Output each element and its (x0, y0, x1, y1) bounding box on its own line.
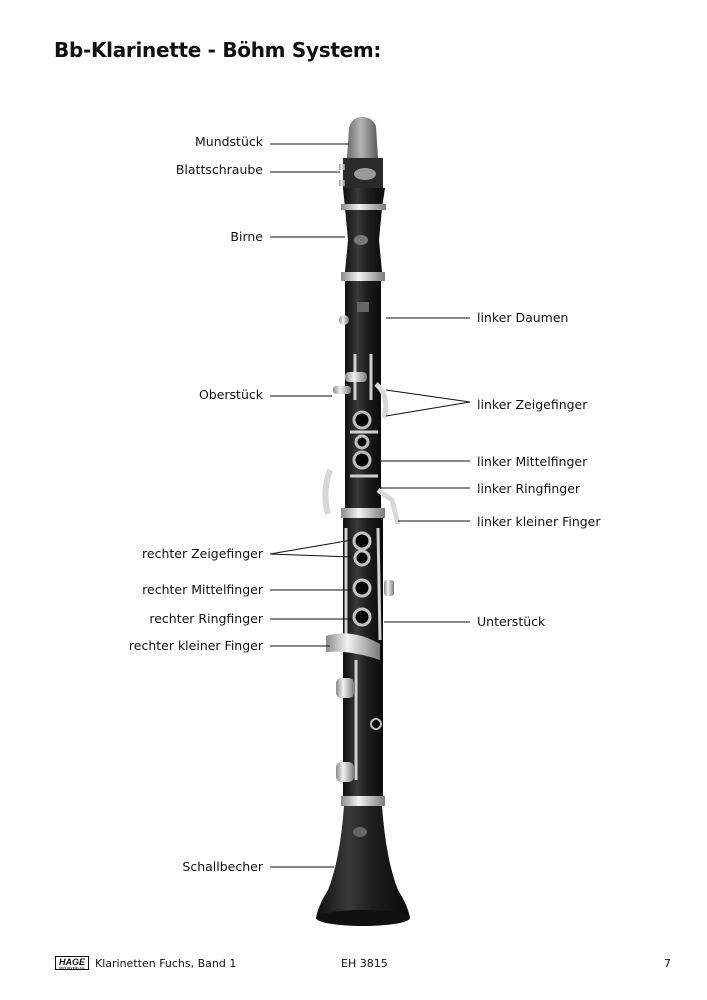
publisher-logo-text: HAGE (58, 957, 85, 967)
label-rechter-ringfinger: rechter Ringfinger (149, 611, 263, 626)
clarinet-illustration (316, 117, 410, 926)
label-blattschraube: Blattschraube (175, 162, 263, 177)
label-rechter-mittelfinger: rechter Mittelfinger (142, 582, 263, 597)
leader-linker-zeigefinger-a (385, 389, 471, 403)
footer-book-title: Klarinetten Fuchs, Band 1 (95, 957, 237, 970)
barrel-shape (343, 188, 385, 272)
publisher-logo-subtext: MUSIKVERLAG (59, 966, 85, 970)
label-rechter-kleiner-finger: rechter kleiner Finger (128, 638, 263, 653)
label-birne: Birne (230, 229, 263, 244)
mouthpiece-shape (347, 117, 378, 158)
label-linker-zeigefinger: linker Zeigefinger (477, 397, 588, 412)
leader-rechter-zeigefinger-b (269, 553, 353, 558)
leader-linker-zeigefinger-b (385, 401, 471, 417)
label-linker-ringfinger: linker Ringfinger (477, 481, 581, 496)
label-linker-daumen: linker Daumen (477, 310, 569, 325)
label-rechter-zeigefinger: rechter Zeigefinger (142, 546, 263, 561)
page-title: Bb-Klarinette - Böhm System: (54, 38, 382, 62)
footer-page-number: 7 (664, 957, 671, 970)
label-oberstueck: Oberstück (198, 387, 263, 402)
label-schallbecher: Schallbecher (182, 859, 263, 874)
upper-joint-shape (345, 281, 381, 513)
label-unterstueck: Unterstück (477, 614, 546, 629)
leader-rechter-zeigefinger-a (269, 539, 353, 555)
bell-shape (316, 806, 410, 918)
publisher-logo: HAGE MUSIKVERLAG (55, 956, 89, 970)
label-linker-kleiner-finger: linker kleiner Finger (477, 514, 601, 529)
label-linker-mittelfinger: linker Mittelfinger (477, 454, 588, 469)
footer-catalog-code: EH 3815 (341, 957, 388, 970)
label-mundstueck: Mundstück (194, 134, 263, 149)
